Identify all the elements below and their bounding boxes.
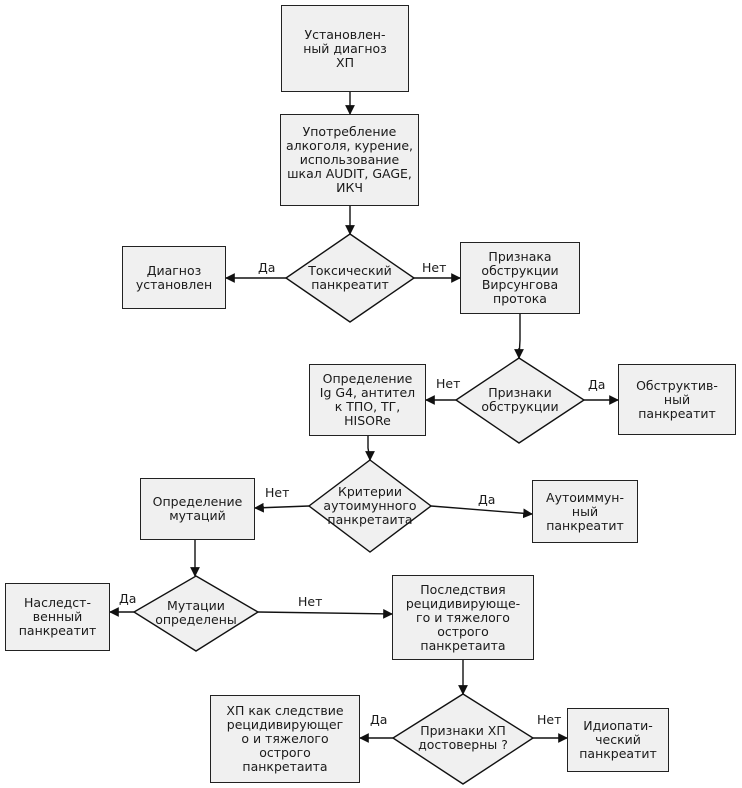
box-igg4-tests: Определение Ig G4, антител к ТПО, ТГ, HI… bbox=[309, 364, 426, 436]
decision-toxic bbox=[284, 233, 416, 323]
decision-obstruction bbox=[454, 357, 586, 444]
edge-label-mut-no: Нет bbox=[298, 594, 323, 609]
box-hereditary-pancreatitis: Наследст- венный панкреатит bbox=[5, 583, 110, 651]
box-acute-consequences: Последствия рецидивирующе- го и тяжелого… bbox=[392, 575, 534, 660]
box-obstruction-signs: Признака обструкции Вирсунгова протока bbox=[460, 242, 580, 314]
decision-autoimmune-label: Критерии аутоимунного панкретаита bbox=[323, 484, 417, 527]
decision-obstruction-label: Признаки обструкции bbox=[481, 385, 559, 414]
box-autoimmune-pancreatitis: Аутоиммун- ный панкреатит bbox=[532, 480, 638, 543]
decision-autoimmune bbox=[307, 459, 433, 553]
box-alcohol-assessment: Употребление алкоголя, курение, использо… bbox=[280, 114, 419, 206]
edge-label-rel-no: Нет bbox=[537, 712, 562, 727]
edge-label-mut-yes: Да bbox=[119, 591, 137, 606]
box-established-diagnosis: Установлен- ный диагноз ХП bbox=[281, 5, 409, 92]
edge-label-toxic-yes: Да bbox=[258, 260, 276, 275]
edge-auto-yes bbox=[430, 505, 533, 519]
decision-reliable bbox=[391, 693, 535, 785]
box-diagnosis-set: Диагноз установлен bbox=[122, 246, 226, 309]
edge-label-obstr-yes: Да bbox=[588, 377, 606, 392]
edge-mut-no bbox=[257, 608, 393, 619]
edge-label-auto-yes: Да bbox=[478, 492, 496, 507]
box-mutations-test: Определение мутаций bbox=[140, 478, 255, 540]
decision-reliable-label: Признаки ХП достоверны ? bbox=[418, 723, 508, 752]
decision-mutations bbox=[132, 575, 260, 652]
edge-label-obstr-no: Нет bbox=[436, 376, 461, 391]
box-idiopathic-pancreatitis: Идиопати- ческий панкреатит bbox=[567, 708, 669, 772]
edge-label-toxic-no: Нет bbox=[422, 260, 447, 275]
box-obstructive-pancreatitis: Обструктив- ный панкреатит bbox=[618, 364, 736, 435]
box-cp-consequence: ХП как следствие рецидивирующег о и тяже… bbox=[210, 695, 360, 783]
edge-auto-no bbox=[254, 502, 310, 513]
decision-toxic-label: Токсический панкреатит bbox=[308, 263, 392, 292]
edge-label-auto-no: Нет bbox=[265, 485, 290, 500]
decision-mutations-label: Мутации определены bbox=[155, 598, 237, 627]
edge-label-rel-yes: Да bbox=[370, 712, 388, 727]
